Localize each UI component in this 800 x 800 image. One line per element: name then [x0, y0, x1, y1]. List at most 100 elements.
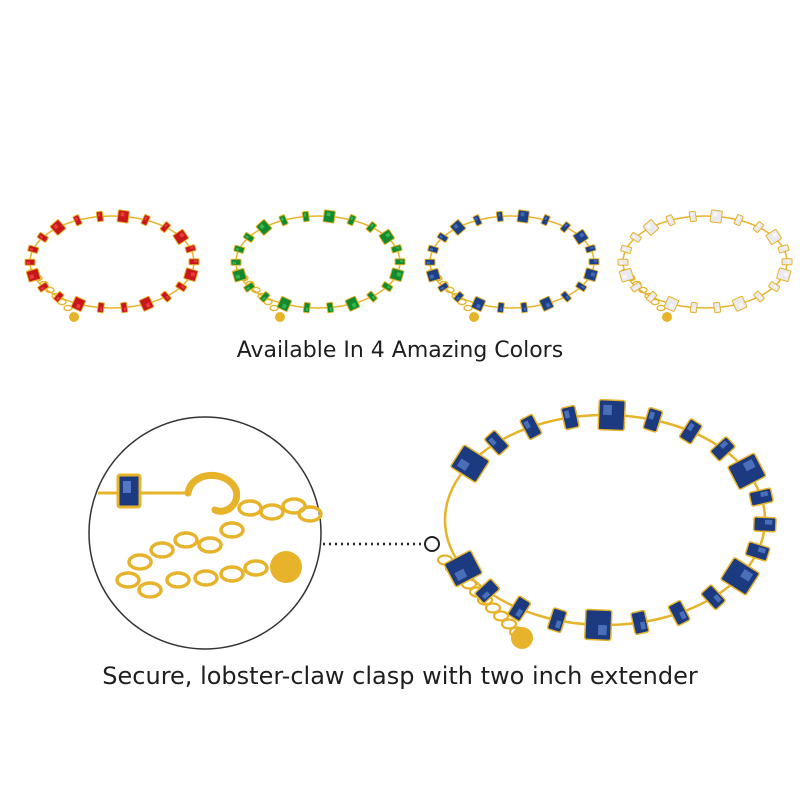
charm-tag	[69, 312, 79, 322]
stone-highlight	[499, 307, 503, 312]
clasp-zoom-circle	[88, 416, 323, 650]
stone-highlight	[564, 223, 568, 228]
stone-highlight	[760, 490, 769, 498]
stone-highlight	[75, 303, 81, 309]
stone-highlight	[738, 302, 744, 308]
stone	[752, 516, 777, 533]
stone-highlight	[179, 232, 185, 238]
zoom-connector	[323, 536, 440, 552]
zoom-chain-link	[219, 565, 245, 583]
stone-highlight	[26, 261, 31, 264]
stone-highlight	[649, 296, 653, 301]
stone-highlight	[235, 274, 241, 279]
chain-link	[500, 618, 518, 630]
stone-highlight	[565, 295, 570, 300]
stone-highlight	[440, 286, 445, 291]
stone-highlight	[590, 272, 596, 277]
zoom-circle-outline	[88, 416, 322, 650]
stone-highlight	[439, 235, 444, 239]
chain-link	[492, 610, 510, 622]
stone	[546, 607, 568, 634]
stone-highlight	[783, 272, 789, 277]
stone	[752, 221, 764, 233]
charm-tag	[511, 627, 533, 649]
stone	[559, 221, 571, 233]
stone-highlight	[740, 568, 754, 582]
stone-highlight	[396, 272, 402, 277]
bracelet-clear	[617, 209, 793, 322]
stone-highlight	[580, 285, 585, 289]
stone-highlight	[190, 246, 194, 250]
stone-highlight	[783, 246, 787, 250]
stone-highlight	[563, 410, 571, 419]
stone-highlight	[593, 260, 598, 263]
stone-highlight	[371, 295, 376, 300]
stone-highlight	[180, 285, 185, 289]
zoom-chain-link	[115, 571, 141, 589]
stone-highlight	[668, 303, 674, 309]
stone-highlight	[386, 285, 391, 289]
stone-highlight	[396, 246, 400, 250]
stone-highlight	[329, 307, 333, 311]
stone-highlight	[488, 437, 497, 446]
stone-highlight	[74, 217, 78, 221]
stone-highlight	[351, 302, 357, 308]
stone-highlight	[39, 235, 44, 239]
stone-highlight	[622, 274, 628, 279]
stone	[365, 221, 377, 233]
stone-highlight	[772, 232, 778, 238]
stone-highlight	[667, 217, 671, 221]
stone-highlight	[259, 223, 265, 230]
stone-highlight	[303, 213, 307, 217]
stone-highlight	[713, 212, 718, 217]
stone-highlight	[523, 420, 531, 430]
colors-caption: Available In 4 Amazing Colors	[236, 338, 564, 363]
stone-highlight	[123, 307, 127, 311]
stone-highlight	[515, 608, 524, 618]
stone-highlight	[475, 303, 481, 309]
chain-link	[251, 286, 261, 294]
zoom-chain-link	[193, 569, 219, 587]
stone-highlight	[757, 546, 767, 554]
stone-highlight	[190, 272, 196, 277]
stone	[242, 232, 255, 243]
stone	[700, 584, 726, 611]
stone	[629, 232, 642, 243]
stone-highlight	[165, 295, 170, 300]
zoom-stone-highlight	[123, 481, 131, 493]
stone-highlight	[56, 296, 60, 301]
clasp-caption: Secure, lobster-claw clasp with two inch…	[102, 662, 698, 690]
stone-highlight	[648, 411, 656, 420]
stone-highlight	[399, 260, 404, 263]
stone-highlight	[164, 223, 168, 228]
stone-highlight	[246, 286, 251, 291]
zoom-chain-link	[297, 505, 323, 523]
stone-highlight	[544, 216, 548, 221]
stone-highlight	[370, 223, 374, 228]
lobster-claw	[184, 471, 241, 515]
stone-highlight	[350, 216, 354, 221]
stone-highlight	[29, 247, 34, 251]
stone-highlight	[120, 212, 125, 217]
zoom-chain-link	[127, 553, 153, 571]
stone-highlight	[456, 458, 470, 472]
stone-highlight	[426, 261, 431, 264]
stone-highlight	[632, 235, 637, 239]
stone-highlight	[622, 247, 627, 251]
stone-highlight	[742, 459, 756, 472]
stone-highlight	[679, 610, 687, 620]
stone-highlight	[385, 232, 391, 238]
stone-highlight	[429, 274, 435, 279]
stone-highlight	[579, 232, 585, 238]
zoom-chain-link	[197, 536, 223, 554]
stone-highlight	[523, 307, 527, 311]
chain-link	[445, 286, 455, 294]
stone-highlight	[716, 307, 720, 311]
stone-highlight	[619, 261, 624, 264]
stone-highlight	[262, 296, 266, 301]
zoom-chain-link	[137, 581, 163, 599]
bracelet-blue	[424, 209, 600, 322]
charm-tag	[662, 312, 672, 322]
